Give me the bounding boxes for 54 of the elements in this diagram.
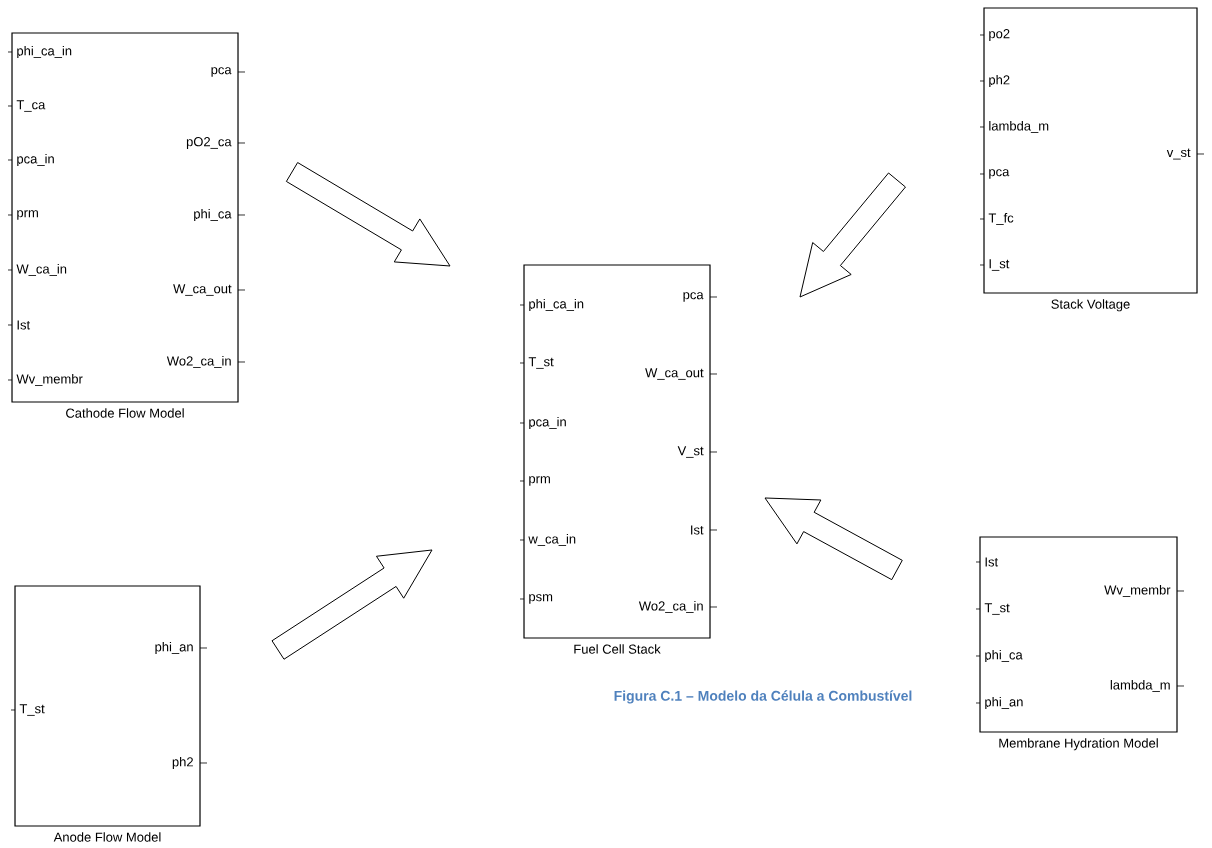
block-name: Cathode Flow Model [66,408,184,418]
port-label: ph2 [979,74,1010,88]
port-label: T_st [10,704,45,716]
port-label: w_ca_in [519,534,576,546]
block-arrow [271,549,433,660]
port-label: Ist [975,557,999,567]
port-label: prm [7,210,38,220]
port-label: W_ca_out [645,368,718,380]
port-label: pO2_ca [186,137,246,149]
port-label: W_ca_out [173,284,246,296]
port-label: phi_an [975,696,1023,710]
block-name: Membrane Hydration Model [999,738,1158,751]
block [519,264,718,654]
port-label: Wv_membr [1104,585,1185,597]
block-name: Anode Flow Model [53,832,161,842]
port-label: T_fc [979,213,1014,225]
port-label: v_st [1166,148,1205,160]
port-label: phi_ca [194,208,246,222]
port-label: pca_in [519,416,566,430]
port-label: V_st [677,446,718,458]
block [975,536,1185,751]
port-label: T_st [975,603,1010,615]
port-label: Ist [7,320,31,330]
port-label: psm [519,594,553,604]
port-label: phi_ca_in [519,298,584,312]
port-label: phi_ca [975,649,1023,663]
port-label: phi_ca_in [7,45,72,59]
block-name: Fuel Cell Stack [574,644,661,654]
port-label: phi_an [155,641,208,655]
port-label: Ist [691,525,718,535]
port-label: po2 [979,29,1010,41]
port-label: W_ca_in [7,264,67,276]
port-label: Wv_membr [7,374,83,386]
caption: Figura C.1 – Modelo da Célula a Combustível [614,690,912,704]
block [10,585,208,842]
port-label: lambda_m [1110,680,1185,692]
port-label: Wo2_ca_in [638,601,718,613]
block [979,7,1205,312]
port-label: Wo2_ca_in [166,356,246,368]
block-name: Stack Voltage [1051,299,1130,312]
block-arrow [764,497,903,581]
port-label: ph2 [172,756,208,770]
port-label: pca [211,67,246,77]
port-label: T_st [519,357,554,369]
port-label: pca_in [7,153,54,167]
block-arrow [285,162,451,267]
port-label: lambda_m [979,121,1049,133]
port-label: pca [979,169,1010,179]
port-label: prm [519,476,550,486]
port-label: pca [683,292,718,302]
block [7,32,246,418]
port-label: I_st [979,259,1010,271]
block-arrow [799,172,906,298]
port-label: T_ca [7,100,46,112]
